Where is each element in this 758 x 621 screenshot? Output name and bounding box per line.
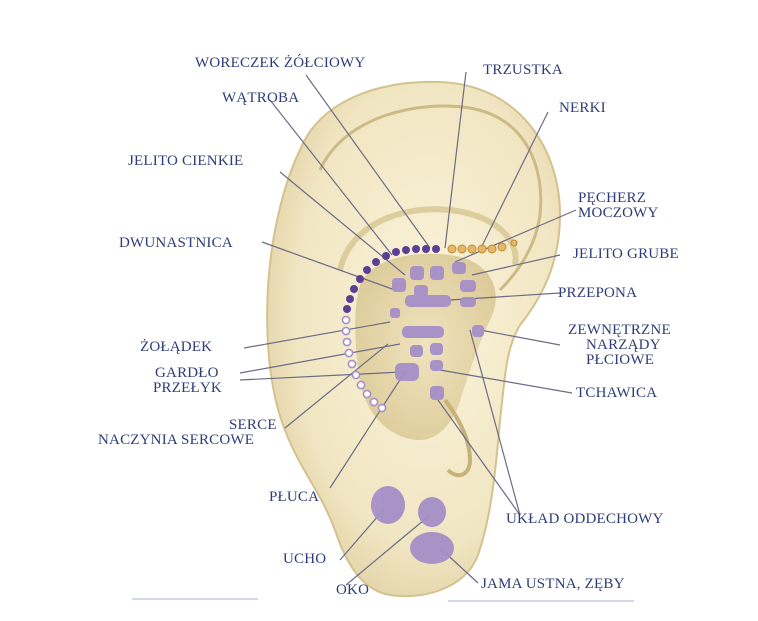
label-nerki: NERKI bbox=[559, 101, 606, 116]
label-jelito-grube: JELITO GRUBE bbox=[573, 247, 679, 262]
label-pluca: PŁUCA bbox=[269, 490, 319, 505]
label-watroba: WĄTROBA bbox=[222, 91, 299, 106]
label-ucho: UCHO bbox=[283, 552, 326, 567]
label-pecherz-2: MOCZOWY bbox=[578, 206, 659, 221]
label-zewn-3: PŁCIOWE bbox=[586, 353, 654, 368]
label-zewn-1: ZEWNĘTRZNE bbox=[568, 323, 671, 338]
label-pecherz-1: PĘCHERZ bbox=[578, 191, 646, 206]
label-tchawica: TCHAWICA bbox=[576, 386, 657, 401]
label-zewn-2: NARZĄDY bbox=[586, 338, 661, 353]
label-serce: SERCE bbox=[229, 418, 277, 433]
label-uklad: UKŁAD ODDECHOWY bbox=[506, 512, 664, 527]
label-przelyk: PRZEŁYK bbox=[153, 381, 222, 396]
label-oko: OKO bbox=[336, 583, 369, 598]
label-naczynia: NACZYNIA SERCOWE bbox=[98, 433, 254, 448]
label-gardlo: GARDŁO bbox=[155, 366, 219, 381]
label-przepona: PRZEPONA bbox=[558, 286, 637, 301]
label-trzustka: TRZUSTKA bbox=[483, 63, 563, 78]
label-woreczek: WORECZEK ŻÓŁCIOWY bbox=[195, 56, 365, 71]
label-jama: JAMA USTNA, ZĘBY bbox=[481, 577, 625, 592]
label-zoladek: ŻOŁĄDEK bbox=[140, 340, 212, 355]
label-jelito-cienkie: JELITO CIENKIE bbox=[128, 154, 243, 169]
label-dwunastnica: DWUNASTNICA bbox=[119, 236, 233, 251]
